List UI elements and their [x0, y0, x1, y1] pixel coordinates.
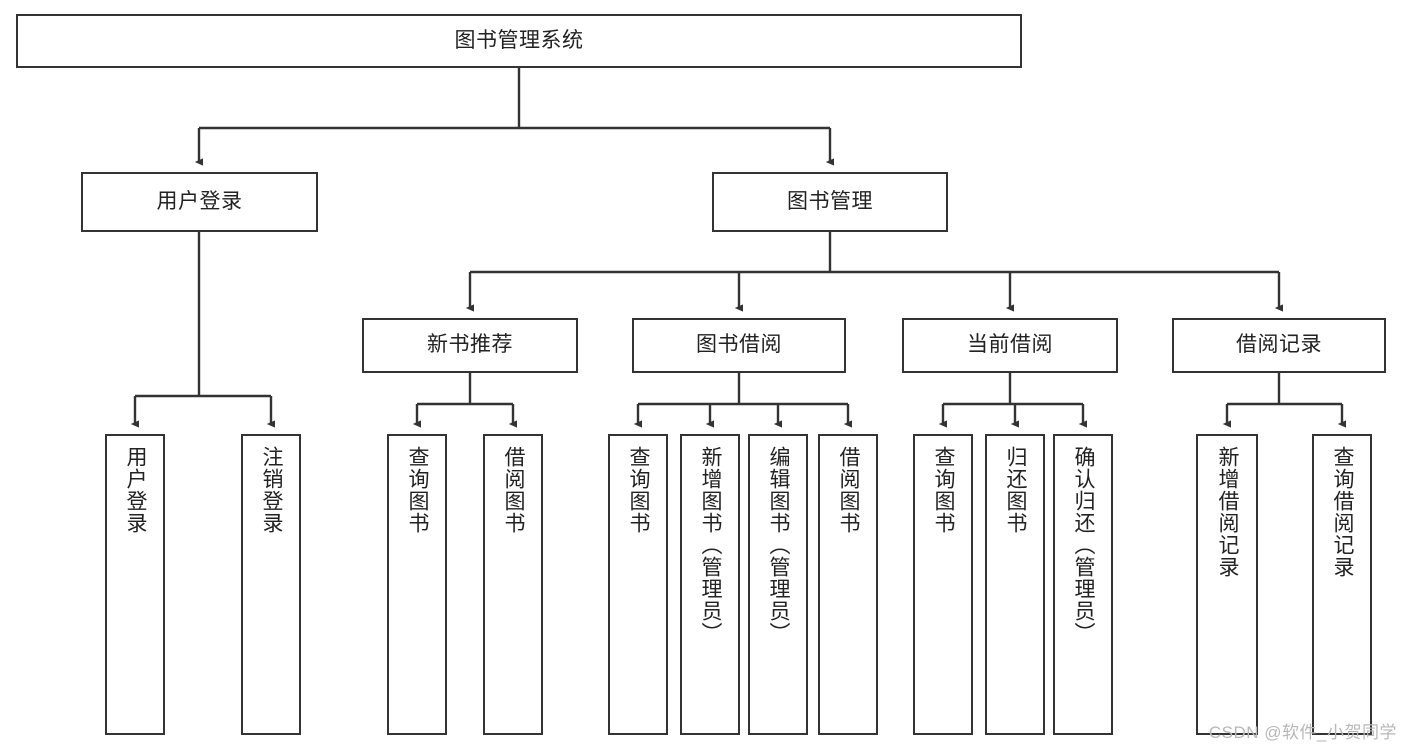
node-leaf-query-record-label: 查询借阅记录 — [1331, 446, 1355, 578]
node-leaf-confirm-return-label: 确认归还（管理员） — [1072, 446, 1096, 644]
node-leaf-user-logout-label: 注销登录 — [260, 446, 284, 534]
node-current-borrow[interactable]: 当前借阅 — [902, 318, 1118, 373]
node-leaf-edit-book[interactable]: 编辑图书（管理员） — [748, 434, 808, 735]
node-leaf-add-book[interactable]: 新增图书（管理员） — [680, 434, 740, 735]
node-leaf-query-book-2[interactable]: 查询图书 — [608, 434, 668, 735]
node-borrow-record[interactable]: 借阅记录 — [1172, 318, 1386, 373]
node-leaf-add-book-label: 新增图书（管理员） — [699, 446, 723, 644]
node-leaf-borrow-book-2-label: 借阅图书 — [837, 446, 861, 534]
node-leaf-add-record-label: 新增借阅记录 — [1216, 446, 1240, 578]
node-leaf-borrow-book-2[interactable]: 借阅图书 — [818, 434, 878, 735]
node-user-login-label: 用户登录 — [156, 189, 243, 213]
node-leaf-return-book-label: 归还图书 — [1004, 446, 1028, 534]
node-leaf-query-book-1-label: 查询图书 — [406, 446, 430, 534]
node-borrow-record-label: 借阅记录 — [1236, 333, 1322, 357]
node-leaf-user-login-label: 用户登录 — [124, 446, 148, 534]
node-leaf-query-book-1[interactable]: 查询图书 — [387, 434, 447, 735]
node-leaf-return-book[interactable]: 归还图书 — [985, 434, 1045, 735]
node-book-manage-label: 图书管理 — [787, 189, 873, 213]
node-current-borrow-label: 当前借阅 — [967, 333, 1053, 357]
node-book-borrow-label: 图书借阅 — [696, 333, 782, 357]
node-leaf-query-book-2-label: 查询图书 — [627, 446, 651, 534]
node-root-label: 图书管理系统 — [454, 28, 584, 52]
node-leaf-confirm-return[interactable]: 确认归还（管理员） — [1053, 434, 1113, 735]
node-book-manage[interactable]: 图书管理 — [712, 172, 948, 232]
node-leaf-user-logout[interactable]: 注销登录 — [241, 434, 301, 735]
node-leaf-user-login[interactable]: 用户登录 — [105, 434, 165, 735]
node-leaf-query-record[interactable]: 查询借阅记录 — [1312, 434, 1372, 735]
node-leaf-query-book-3-label: 查询图书 — [932, 446, 956, 534]
node-book-borrow[interactable]: 图书借阅 — [632, 318, 846, 373]
node-new-book-rec[interactable]: 新书推荐 — [362, 318, 578, 373]
node-leaf-add-record[interactable]: 新增借阅记录 — [1196, 434, 1258, 735]
node-leaf-query-book-3[interactable]: 查询图书 — [913, 434, 973, 735]
node-leaf-edit-book-label: 编辑图书（管理员） — [767, 446, 791, 644]
node-leaf-borrow-book-1[interactable]: 借阅图书 — [483, 434, 543, 735]
node-leaf-borrow-book-1-label: 借阅图书 — [502, 446, 526, 534]
node-root[interactable]: 图书管理系统 — [16, 14, 1022, 68]
node-new-book-rec-label: 新书推荐 — [427, 333, 513, 357]
node-user-login[interactable]: 用户登录 — [81, 172, 318, 232]
